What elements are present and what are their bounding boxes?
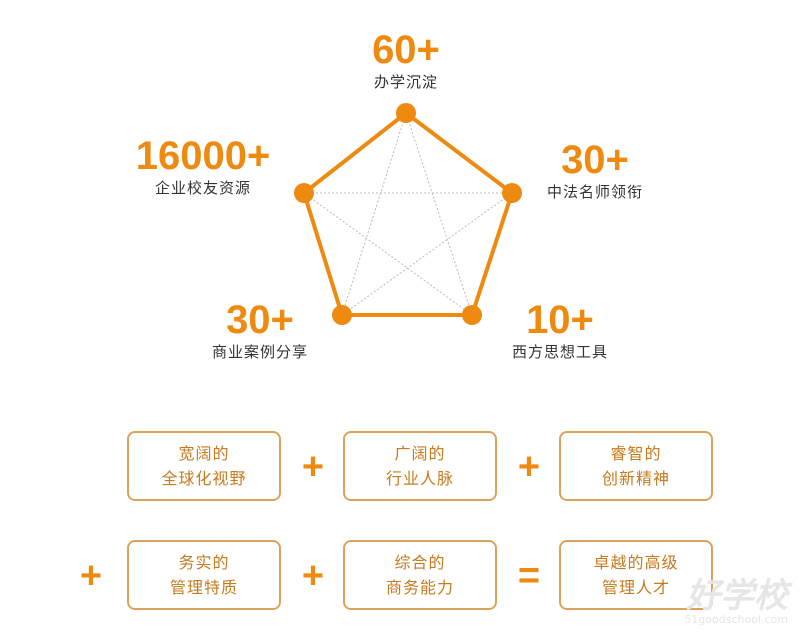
quality-box: 广阔的 行业人脉 — [343, 431, 497, 501]
vertex-dot — [462, 305, 482, 325]
box-line: 管理特质 — [169, 578, 238, 597]
stat-years: 60+ 办学沉淀 — [346, 28, 466, 92]
box-line: 广阔的 — [394, 444, 446, 463]
pentagon-outline — [301, 110, 515, 317]
stat-value: 16000+ — [135, 134, 271, 178]
box-line: 商务能力 — [385, 578, 454, 597]
stat-value: 60+ — [372, 28, 440, 72]
stat-label: 商业案例分享 — [211, 343, 308, 361]
star-line — [405, 112, 473, 316]
watermark-brand: 好学校 — [686, 576, 788, 616]
quality-box: 务实的 管理特质 — [127, 540, 281, 610]
vertex-dot — [294, 183, 314, 203]
stat-cases: 30+ 商业案例分享 — [195, 298, 325, 362]
vertex-dot — [502, 183, 522, 203]
quality-box: 综合的 商务能力 — [343, 540, 497, 610]
box-line: 全球化视野 — [161, 469, 247, 488]
plus-icon: + — [301, 555, 325, 597]
plus-icon: + — [517, 446, 541, 488]
star-line — [303, 192, 473, 316]
box-line: 创新精神 — [601, 469, 670, 488]
star-line — [341, 112, 407, 316]
quality-box: 宽阔的 全球化视野 — [127, 431, 281, 501]
plus-icon: + — [79, 555, 103, 597]
stat-label: 办学沉淀 — [373, 73, 438, 91]
box-line: 行业人脉 — [385, 469, 454, 488]
box-line: 卓越的高级 — [593, 553, 679, 572]
stat-label: 中法名师领衔 — [546, 183, 643, 201]
box-line: 睿智的 — [610, 444, 662, 463]
plus-icon: + — [301, 446, 325, 488]
equals-icon: = — [517, 555, 541, 597]
box-line: 宽阔的 — [178, 444, 230, 463]
stat-teachers: 30+ 中法名师领衔 — [530, 138, 660, 202]
stat-label: 西方思想工具 — [511, 343, 608, 361]
box-line: 综合的 — [394, 553, 446, 572]
result-box: 卓越的高级 管理人才 — [559, 540, 713, 610]
stat-tools: 10+ 西方思想工具 — [495, 298, 625, 362]
star-line — [341, 192, 513, 316]
vertex-dot — [396, 103, 416, 123]
star-lines — [303, 112, 513, 316]
stat-value: 30+ — [226, 298, 294, 342]
stat-value: 10+ — [526, 298, 594, 342]
stat-label: 企业校友资源 — [154, 179, 251, 197]
watermark-url: 51goodschool.com — [684, 613, 788, 626]
watermark-logo: 好学校 51goodschool.com — [684, 578, 788, 626]
vertex-dot — [332, 305, 352, 325]
quality-box: 睿智的 创新精神 — [559, 431, 713, 501]
box-line: 管理人才 — [601, 578, 670, 597]
stat-value: 30+ — [561, 138, 629, 182]
stat-alumni: 16000+ 企业校友资源 — [118, 134, 288, 198]
box-line: 务实的 — [178, 553, 230, 572]
